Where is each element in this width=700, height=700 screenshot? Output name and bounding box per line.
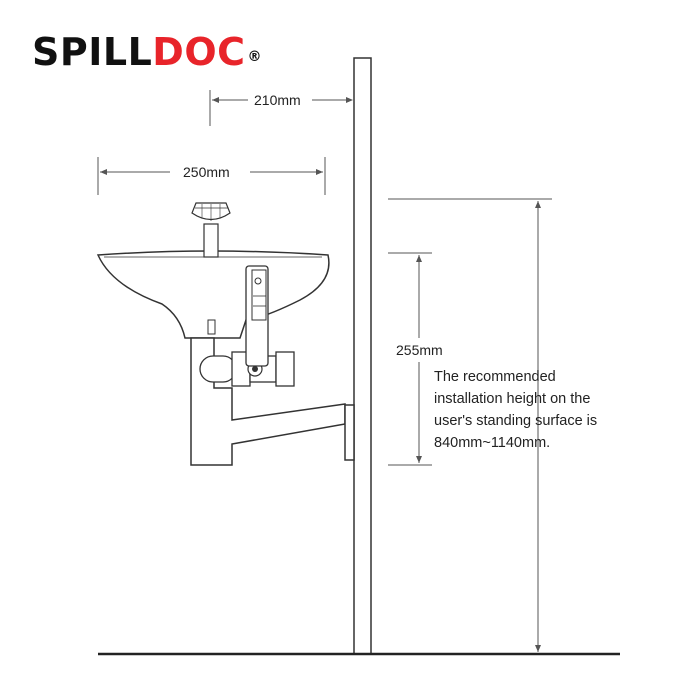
logo-text-spill: SPILL xyxy=(32,30,153,74)
spilldoc-logo: SPILLDOC® xyxy=(32,30,263,74)
dimension-250: 250mm xyxy=(97,157,326,195)
dimension-255: 255mm xyxy=(388,252,443,466)
dimension-label-255: 255mm xyxy=(396,342,443,358)
dimension-label-210: 210mm xyxy=(254,92,301,108)
note-line: user's standing surface is xyxy=(434,413,598,429)
wall xyxy=(353,57,372,655)
dimension-install-height xyxy=(388,198,552,652)
drain-stem xyxy=(207,319,216,335)
note-line: 840mm~1140mm. xyxy=(434,435,551,451)
installation-note: The recommended installation height on t… xyxy=(434,366,634,454)
push-handle xyxy=(245,265,269,367)
registered-mark: ® xyxy=(247,49,263,65)
logo-text-doc: DOC xyxy=(152,30,246,74)
note-line: The recommended xyxy=(434,369,556,385)
note-line: installation height on the xyxy=(434,391,591,407)
eye-wash-head xyxy=(191,202,231,258)
dimension-210: 210mm xyxy=(209,90,353,126)
basin-bowl xyxy=(96,250,330,339)
dimension-label-250: 250mm xyxy=(183,164,230,180)
